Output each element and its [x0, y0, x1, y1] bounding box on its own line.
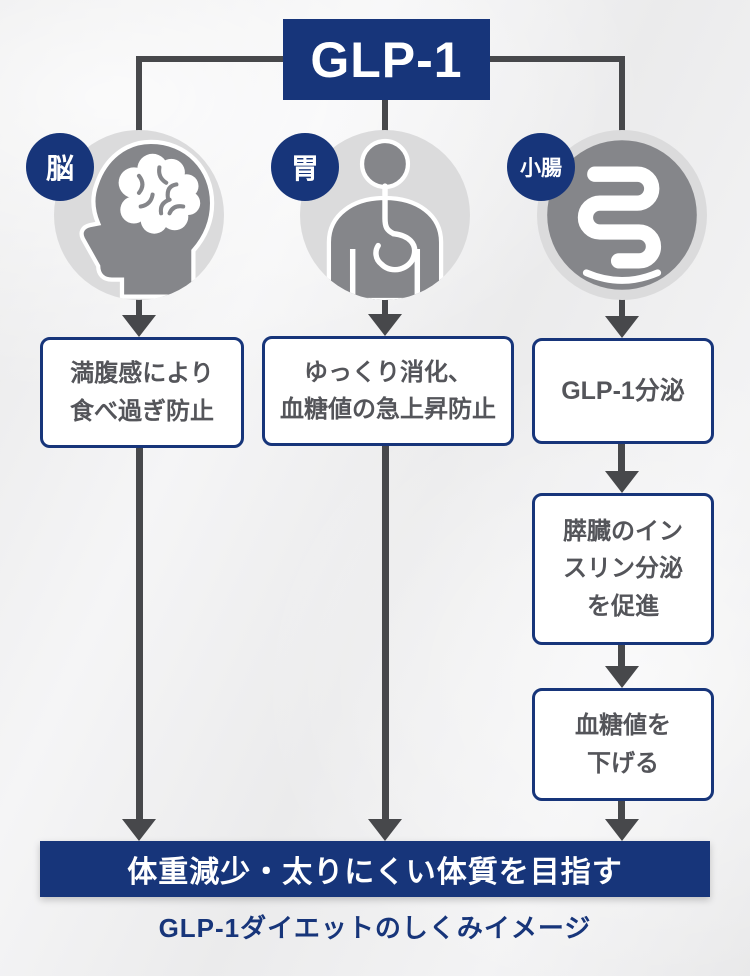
diagram-caption: GLP-1ダイエットのしくみイメージ	[158, 913, 592, 943]
connector-horizontal-left	[136, 56, 286, 62]
effect-box-insulin: 膵臓のイン スリン分泌 を促進	[532, 493, 714, 645]
title-banner: GLP-1	[283, 19, 490, 100]
effect-text: スリン分泌	[563, 555, 683, 583]
effect-text: 血糖値を	[575, 712, 671, 740]
badge-brain-label: 脳	[45, 153, 74, 184]
effect-box-lower-blood-sugar: 血糖値を 下げる	[532, 688, 714, 801]
stomach-icon	[326, 138, 444, 300]
effect-text: ゆっくり消化、	[304, 358, 472, 386]
arrow-down-icon	[605, 316, 639, 338]
arrow-down-icon	[368, 314, 402, 336]
connector-shaft	[618, 639, 625, 668]
arrow-down-icon	[605, 666, 639, 688]
connector-horizontal-right	[487, 56, 625, 62]
effect-text: 膵臓のイン	[563, 518, 683, 546]
effect-text: 血糖値の急上昇防止	[280, 396, 496, 423]
connector-shaft	[618, 795, 625, 821]
effect-text: 満腹感により	[70, 360, 214, 388]
effect-text: GLP-1分泌	[561, 376, 685, 405]
arrow-down-icon	[122, 315, 156, 337]
arrow-down-icon	[605, 819, 639, 841]
brain-icon	[79, 139, 215, 299]
effect-text: 食べ過ぎ防止	[70, 397, 214, 425]
effect-box-brain: 満腹感により 食べ過ぎ防止	[40, 337, 244, 448]
badge-small-intestine: 小腸	[507, 133, 575, 201]
small-intestine-icon	[547, 140, 697, 290]
effect-text: を促進	[587, 592, 659, 620]
badge-stomach-label: 胃	[290, 153, 319, 184]
badge-small-intestine-label: 小腸	[520, 157, 562, 180]
badge-stomach: 胃	[271, 133, 339, 201]
badge-brain: 脳	[26, 133, 94, 201]
outcome-bar: 体重減少・太りにくい体質を目指す	[40, 841, 710, 897]
stomach-circle	[300, 130, 470, 300]
connector-shaft	[136, 442, 143, 821]
title-text: GLP-1	[310, 31, 463, 88]
arrow-down-icon	[605, 471, 639, 493]
arrow-down-icon	[368, 819, 402, 841]
effect-text: 下げる	[587, 749, 659, 777]
outcome-text: 体重減少・太りにくい体質を目指す	[127, 856, 623, 889]
arrow-down-icon	[122, 819, 156, 841]
effect-box-glp1-secretion: GLP-1分泌	[532, 338, 714, 444]
connector-shaft	[382, 440, 389, 821]
connector-shaft	[618, 438, 625, 473]
effect-box-stomach: ゆっくり消化、 血糖値の急上昇防止	[262, 336, 514, 446]
small-intestine-circle	[537, 130, 707, 300]
